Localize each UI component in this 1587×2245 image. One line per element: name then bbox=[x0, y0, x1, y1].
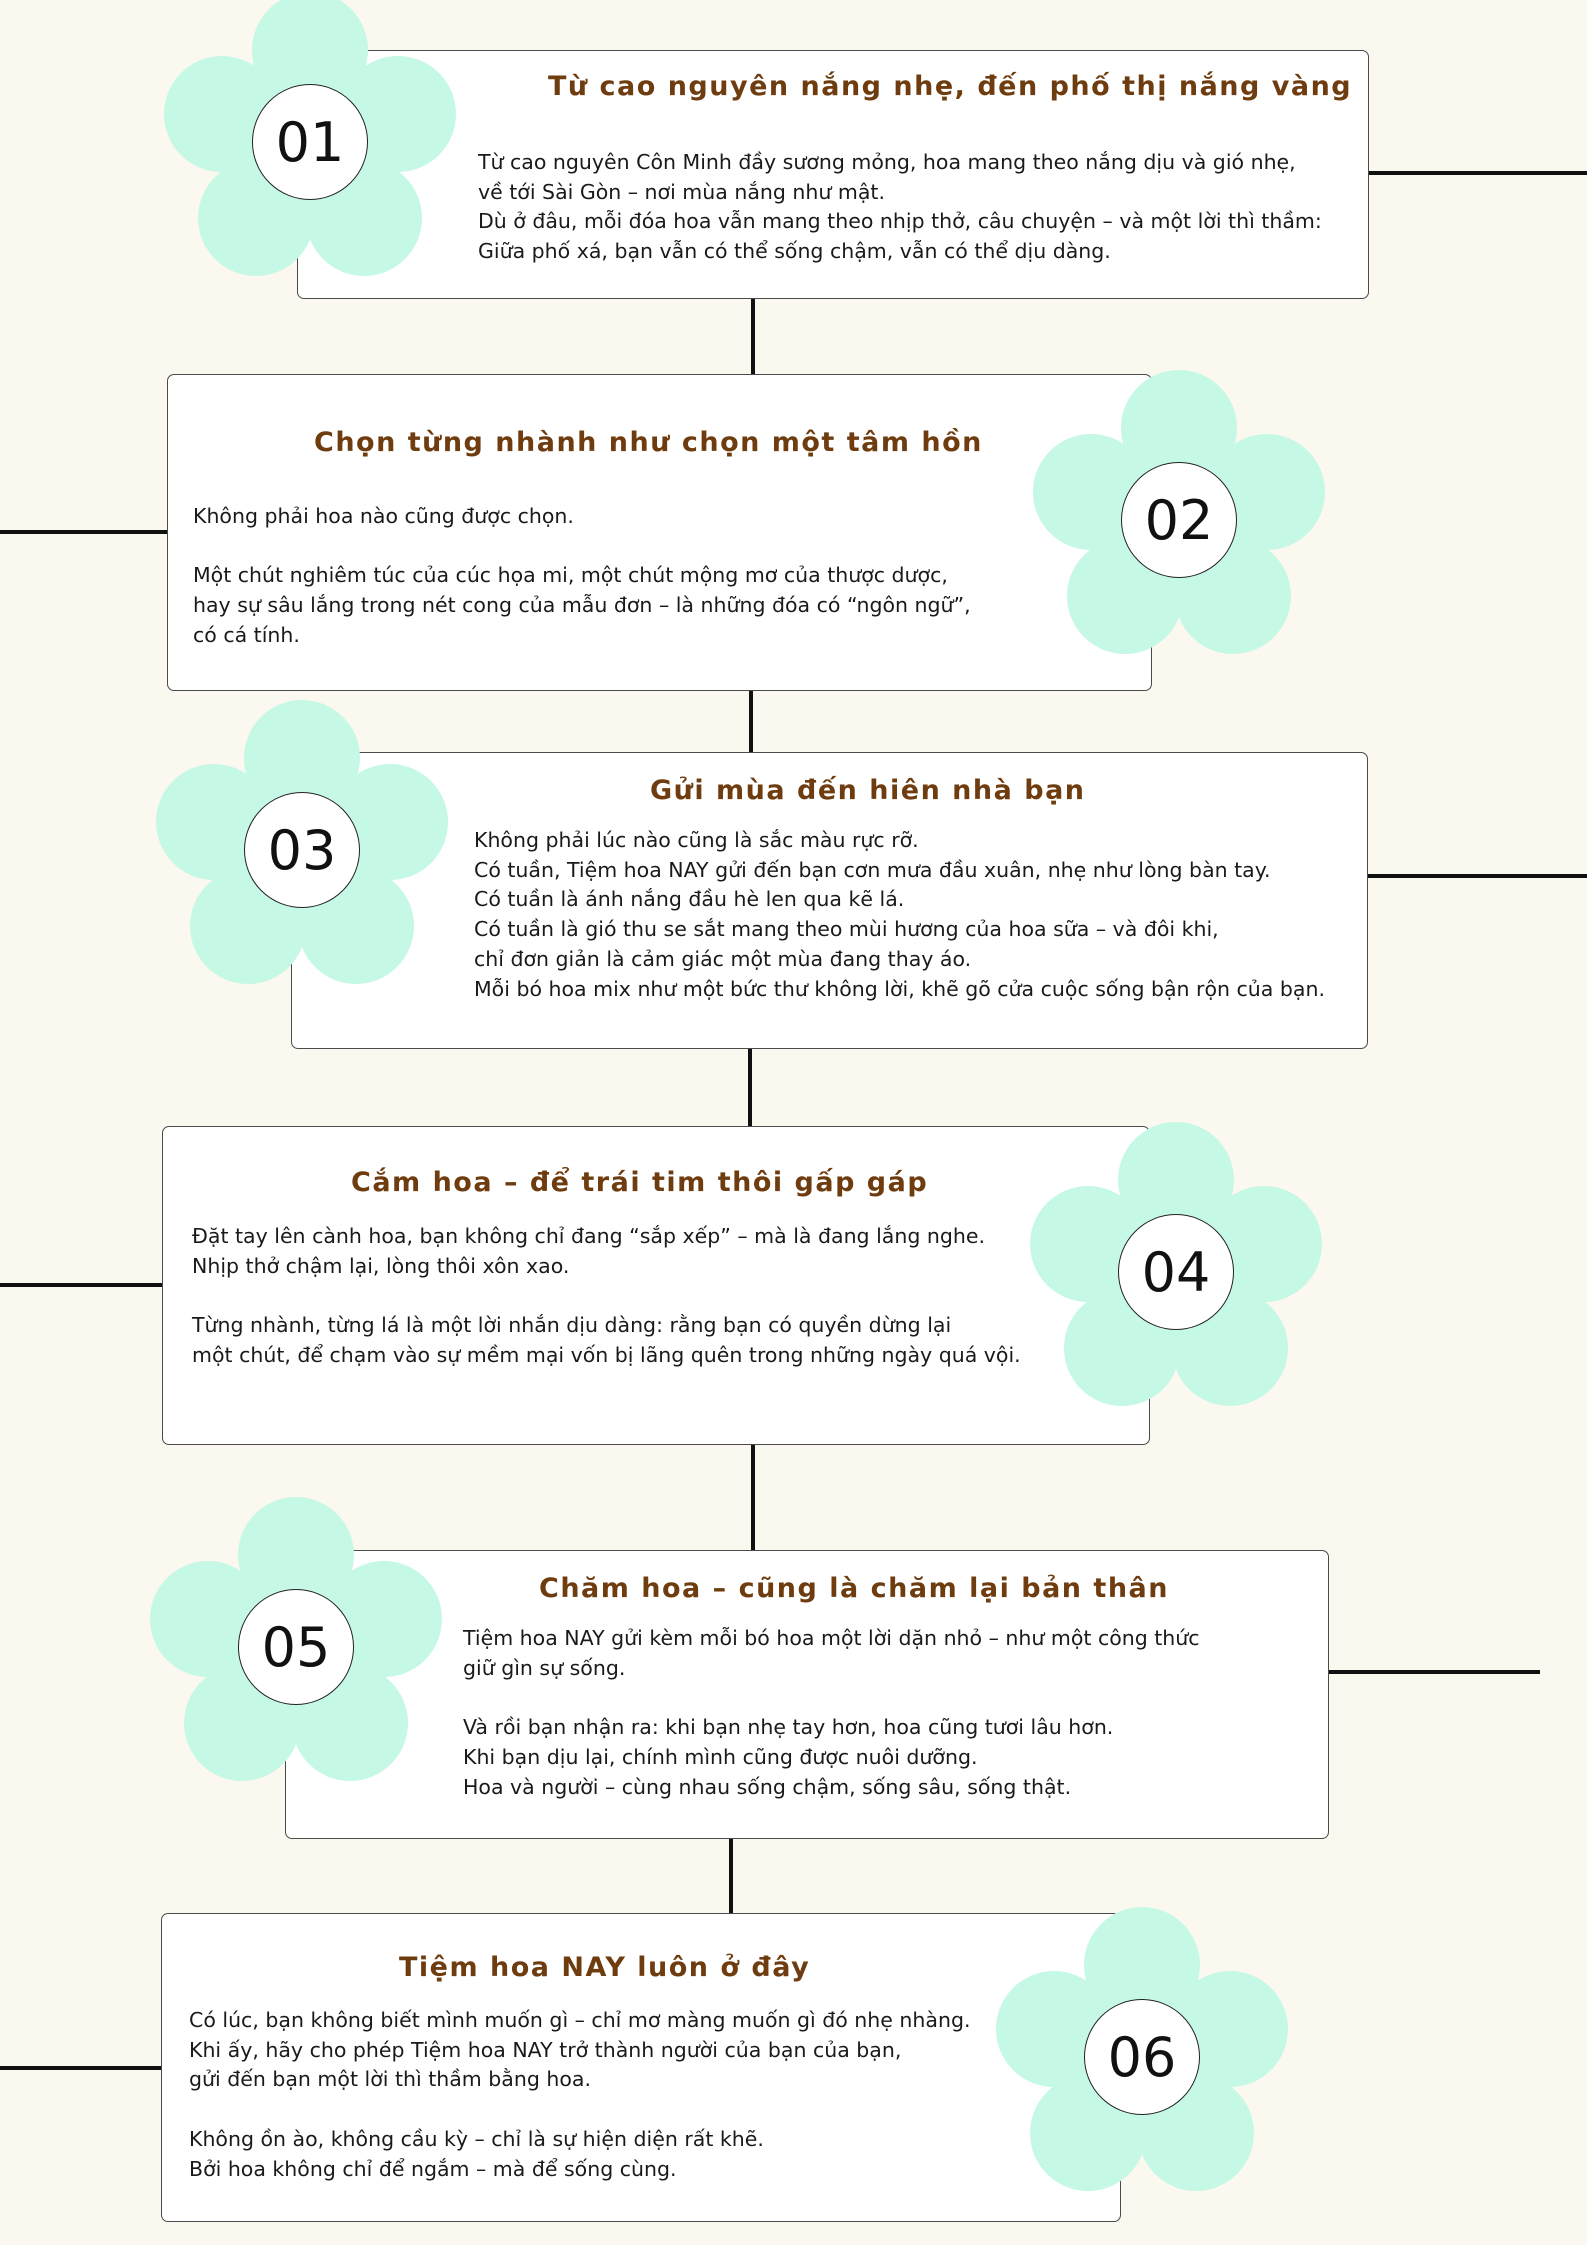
section-body: Đặt tay lên cành hoa, bạn không chỉ đang… bbox=[192, 1224, 1021, 1367]
section-number: 01 bbox=[252, 84, 368, 200]
connector-line bbox=[749, 690, 753, 754]
section-number: 04 bbox=[1118, 1214, 1234, 1330]
section-title: Từ cao nguyên nắng nhẹ, đến phố thị nắng… bbox=[548, 71, 1353, 102]
flower-badge-05: 05 bbox=[146, 1497, 446, 1797]
connector-line bbox=[748, 1048, 752, 1129]
section-title: Cắm hoa – để trái tim thôi gấp gáp bbox=[351, 1167, 929, 1198]
section-card-03: Gửi mùa đến hiên nhà bạn Không phải lúc … bbox=[291, 752, 1368, 1049]
section-body: Có lúc, bạn không biết mình muốn gì – ch… bbox=[189, 2008, 971, 2181]
section-title: Tiệm hoa NAY luôn ở đây bbox=[399, 1952, 811, 1983]
flower-badge-06: 06 bbox=[992, 1907, 1292, 2207]
connector-line bbox=[0, 1283, 163, 1287]
section-number: 06 bbox=[1084, 1999, 1200, 2115]
section-title: Chăm hoa – cũng là chăm lại bản thân bbox=[539, 1573, 1169, 1604]
flower-badge-03: 03 bbox=[152, 700, 452, 1000]
connector-line bbox=[729, 1838, 733, 1917]
connector-line bbox=[1368, 874, 1587, 878]
connector-line bbox=[1328, 1670, 1540, 1674]
connector-line bbox=[751, 298, 755, 376]
connector-line bbox=[0, 2066, 163, 2070]
section-body: Từ cao nguyên Côn Minh đầy sương mỏng, h… bbox=[478, 150, 1322, 264]
section-number: 03 bbox=[244, 792, 360, 908]
section-title: Chọn từng nhành như chọn một tâm hồn bbox=[314, 427, 983, 458]
flower-badge-02: 02 bbox=[1029, 370, 1329, 670]
section-card-06: Tiệm hoa NAY luôn ở đây Có lúc, bạn khôn… bbox=[161, 1913, 1121, 2222]
section-body: Không phải hoa nào cũng được chọn. Một c… bbox=[193, 504, 971, 647]
section-number: 05 bbox=[238, 1589, 354, 1705]
connector-line bbox=[1368, 171, 1587, 175]
section-number: 02 bbox=[1121, 462, 1237, 578]
connector-line bbox=[0, 530, 168, 534]
section-body: Tiệm hoa NAY gửi kèm mỗi bó hoa một lời … bbox=[463, 1626, 1200, 1799]
section-title: Gửi mùa đến hiên nhà bạn bbox=[650, 775, 1086, 806]
flower-badge-04: 04 bbox=[1026, 1122, 1326, 1422]
connector-line bbox=[751, 1445, 755, 1552]
section-card-02: Chọn từng nhành như chọn một tâm hồn Khô… bbox=[167, 374, 1152, 691]
section-card-04: Cắm hoa – để trái tim thôi gấp gáp Đặt t… bbox=[162, 1126, 1150, 1445]
section-body: Không phải lúc nào cũng là sắc màu rực r… bbox=[474, 828, 1325, 1001]
section-card-01: Từ cao nguyên nắng nhẹ, đến phố thị nắng… bbox=[297, 50, 1369, 299]
flower-badge-01: 01 bbox=[160, 0, 460, 292]
